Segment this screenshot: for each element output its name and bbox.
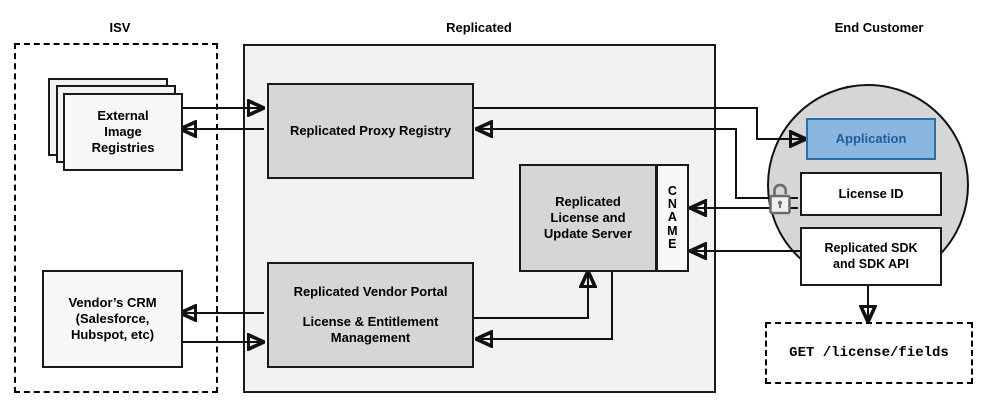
cname-letter-n: N bbox=[667, 197, 678, 212]
vendor-portal-subtitle: License & Entitlement Management bbox=[303, 314, 439, 347]
cname-letter-m: M bbox=[667, 223, 678, 238]
cname-letter-e: E bbox=[668, 236, 677, 251]
node-replicated-license-and-update-server[interactable]: Replicated License and Update Server bbox=[519, 164, 657, 272]
wire-license-server-to-vendor-portal bbox=[476, 271, 613, 339]
node-license-id[interactable]: License ID bbox=[800, 172, 942, 216]
node-vendors-crm[interactable]: Vendor’s CRM (Salesforce, Hubspot, etc) bbox=[42, 270, 183, 368]
node-replicated-proxy-registry[interactable]: Replicated Proxy Registry bbox=[267, 83, 474, 179]
cname-letter-a: A bbox=[667, 210, 678, 225]
node-application[interactable]: Application bbox=[806, 118, 936, 160]
node-replicated-sdk[interactable]: Replicated SDK and SDK API bbox=[800, 227, 942, 286]
vendor-portal-subtitle-line1: License & Entitlement bbox=[302, 313, 439, 329]
zone-isv-boundary bbox=[14, 43, 218, 393]
zone-title-end-customer: End Customer bbox=[834, 20, 924, 35]
wire-licenseid-to-proxy bbox=[476, 129, 798, 199]
node-cname[interactable]: C N A M E bbox=[656, 164, 689, 272]
wire-vendor-portal-to-license-server bbox=[473, 271, 588, 319]
zone-title-isv: ISV bbox=[109, 20, 131, 35]
wire-proxy-to-application bbox=[473, 107, 806, 139]
node-api-call[interactable]: GET /license/fields bbox=[765, 322, 973, 384]
vendor-portal-subtitle-line2: Management bbox=[330, 330, 411, 346]
node-replicated-vendor-portal[interactable]: Replicated Vendor Portal License & Entit… bbox=[267, 262, 474, 368]
vendor-portal-heading: Replicated Vendor Portal bbox=[293, 283, 448, 299]
cname-letter-c: C bbox=[667, 183, 678, 198]
zone-title-replicated: Replicated bbox=[446, 20, 512, 35]
unlocked-padlock-icon bbox=[765, 181, 795, 217]
node-external-image-registries[interactable]: External Image Registries bbox=[63, 93, 183, 171]
